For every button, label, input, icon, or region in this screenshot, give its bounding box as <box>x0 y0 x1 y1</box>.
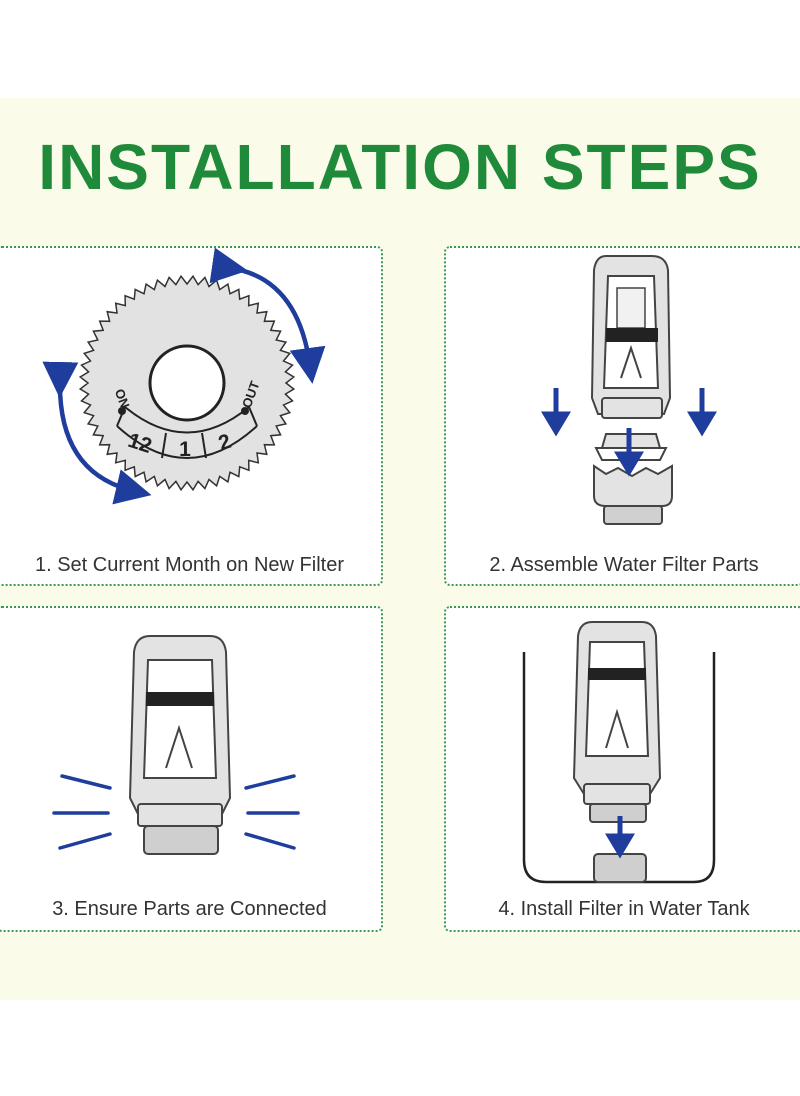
filter-cartridge-icon <box>541 255 717 525</box>
page-title: INSTALLATION STEPS <box>38 131 762 203</box>
step-2-panel: 2. Assemble Water Filter Parts <box>444 246 800 586</box>
water-tank-icon <box>522 621 716 884</box>
dial-month-1: 1 <box>179 438 191 461</box>
step-4-caption: 4. Install Filter in Water Tank <box>498 898 750 920</box>
rotate-arrow-icon <box>42 361 152 505</box>
step-3-panel: 3. Ensure Parts are Connected <box>0 606 383 932</box>
filter-dial-icon: 12 1 2 ON OUT <box>42 248 326 505</box>
step-3-caption: 3. Ensure Parts are Connected <box>52 898 327 920</box>
filter-cartridge-icon <box>52 635 300 855</box>
step-1-panel: 12 1 2 ON OUT 1. Set Current Month on Ne… <box>0 246 383 586</box>
step-1-caption: 1. Set Current Month on New Filter <box>34 554 344 576</box>
step-4-panel: 4. Install Filter in Water Tank <box>444 606 800 932</box>
step-2-caption: 2. Assemble Water Filter Parts <box>489 554 759 576</box>
motion-lines-icon <box>52 774 300 850</box>
rotate-arrow-icon <box>209 248 326 384</box>
